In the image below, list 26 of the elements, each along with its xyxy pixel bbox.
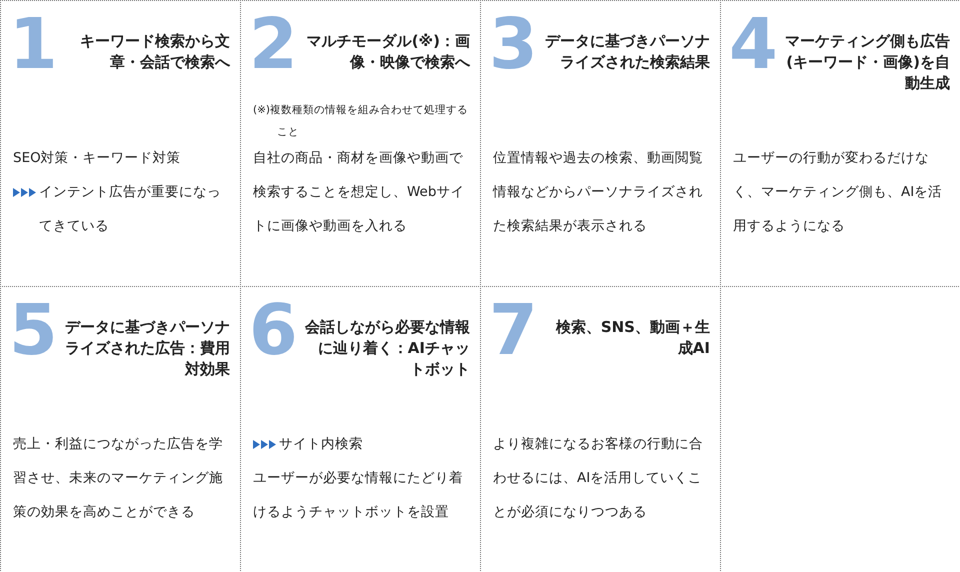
card-text: ユーザーの行動が変わるだけなく、マーケティング側も、AIを活用するようになる <box>733 149 944 236</box>
card-text: インテント広告が重要になってきている <box>39 183 222 236</box>
card-text: 位置情報や過去の検索、動画閲覧情報などからパーソナライズされた検索結果が表示される <box>493 149 704 236</box>
card-heading: 会話しながら必要な情報に辿り着く：AIチャットボット <box>304 317 470 380</box>
step-number: 2 <box>249 9 298 79</box>
card-heading: データに基づきパーソナライズされた広告：費用対効果 <box>64 317 230 380</box>
step-number: 6 <box>249 295 298 365</box>
card-heading: マーケティング側も広告(キーワード・画像)を自動生成 <box>784 31 950 94</box>
grid-cell <box>0 0 241 287</box>
step-number: 1 <box>9 9 58 79</box>
step-number: 7 <box>489 295 538 365</box>
card-text: 売上・利益につながった広告を学習させ、未来のマーケティング施策の効果を高めことができる <box>13 435 224 522</box>
card-text: SEO対策・キーワード対策 <box>13 149 182 168</box>
card-text: ユーザーが必要な情報にたどり着けるようチャットボットを設置 <box>253 469 464 522</box>
card-heading: データに基づきパーソナライズされた検索結果 <box>544 31 710 73</box>
footnote: (※)複数種類の情報を組み合わせて処理すること <box>253 103 469 140</box>
card-text: より複雑になるお客様の行動に合わせるには、AIを活用していくことが必須になりつつある <box>493 435 704 522</box>
step-number: 5 <box>9 295 58 365</box>
card-heading: キーワード検索から文章・会話で検索へ <box>79 31 230 73</box>
card-heading: 検索、SNS、動画＋生成AI <box>554 317 710 359</box>
step-number: 3 <box>489 9 538 79</box>
card-text: 自社の商品・商材を画像や動画で検索することを想定し、Webサイトに画像や動画を入れる <box>253 149 466 236</box>
step-number: 4 <box>729 9 778 79</box>
grid-cell <box>720 0 960 287</box>
card-heading: マルチモーダル(※)：画像・映像で検索へ <box>306 31 470 73</box>
card-text: サイト内検索 <box>279 435 363 454</box>
